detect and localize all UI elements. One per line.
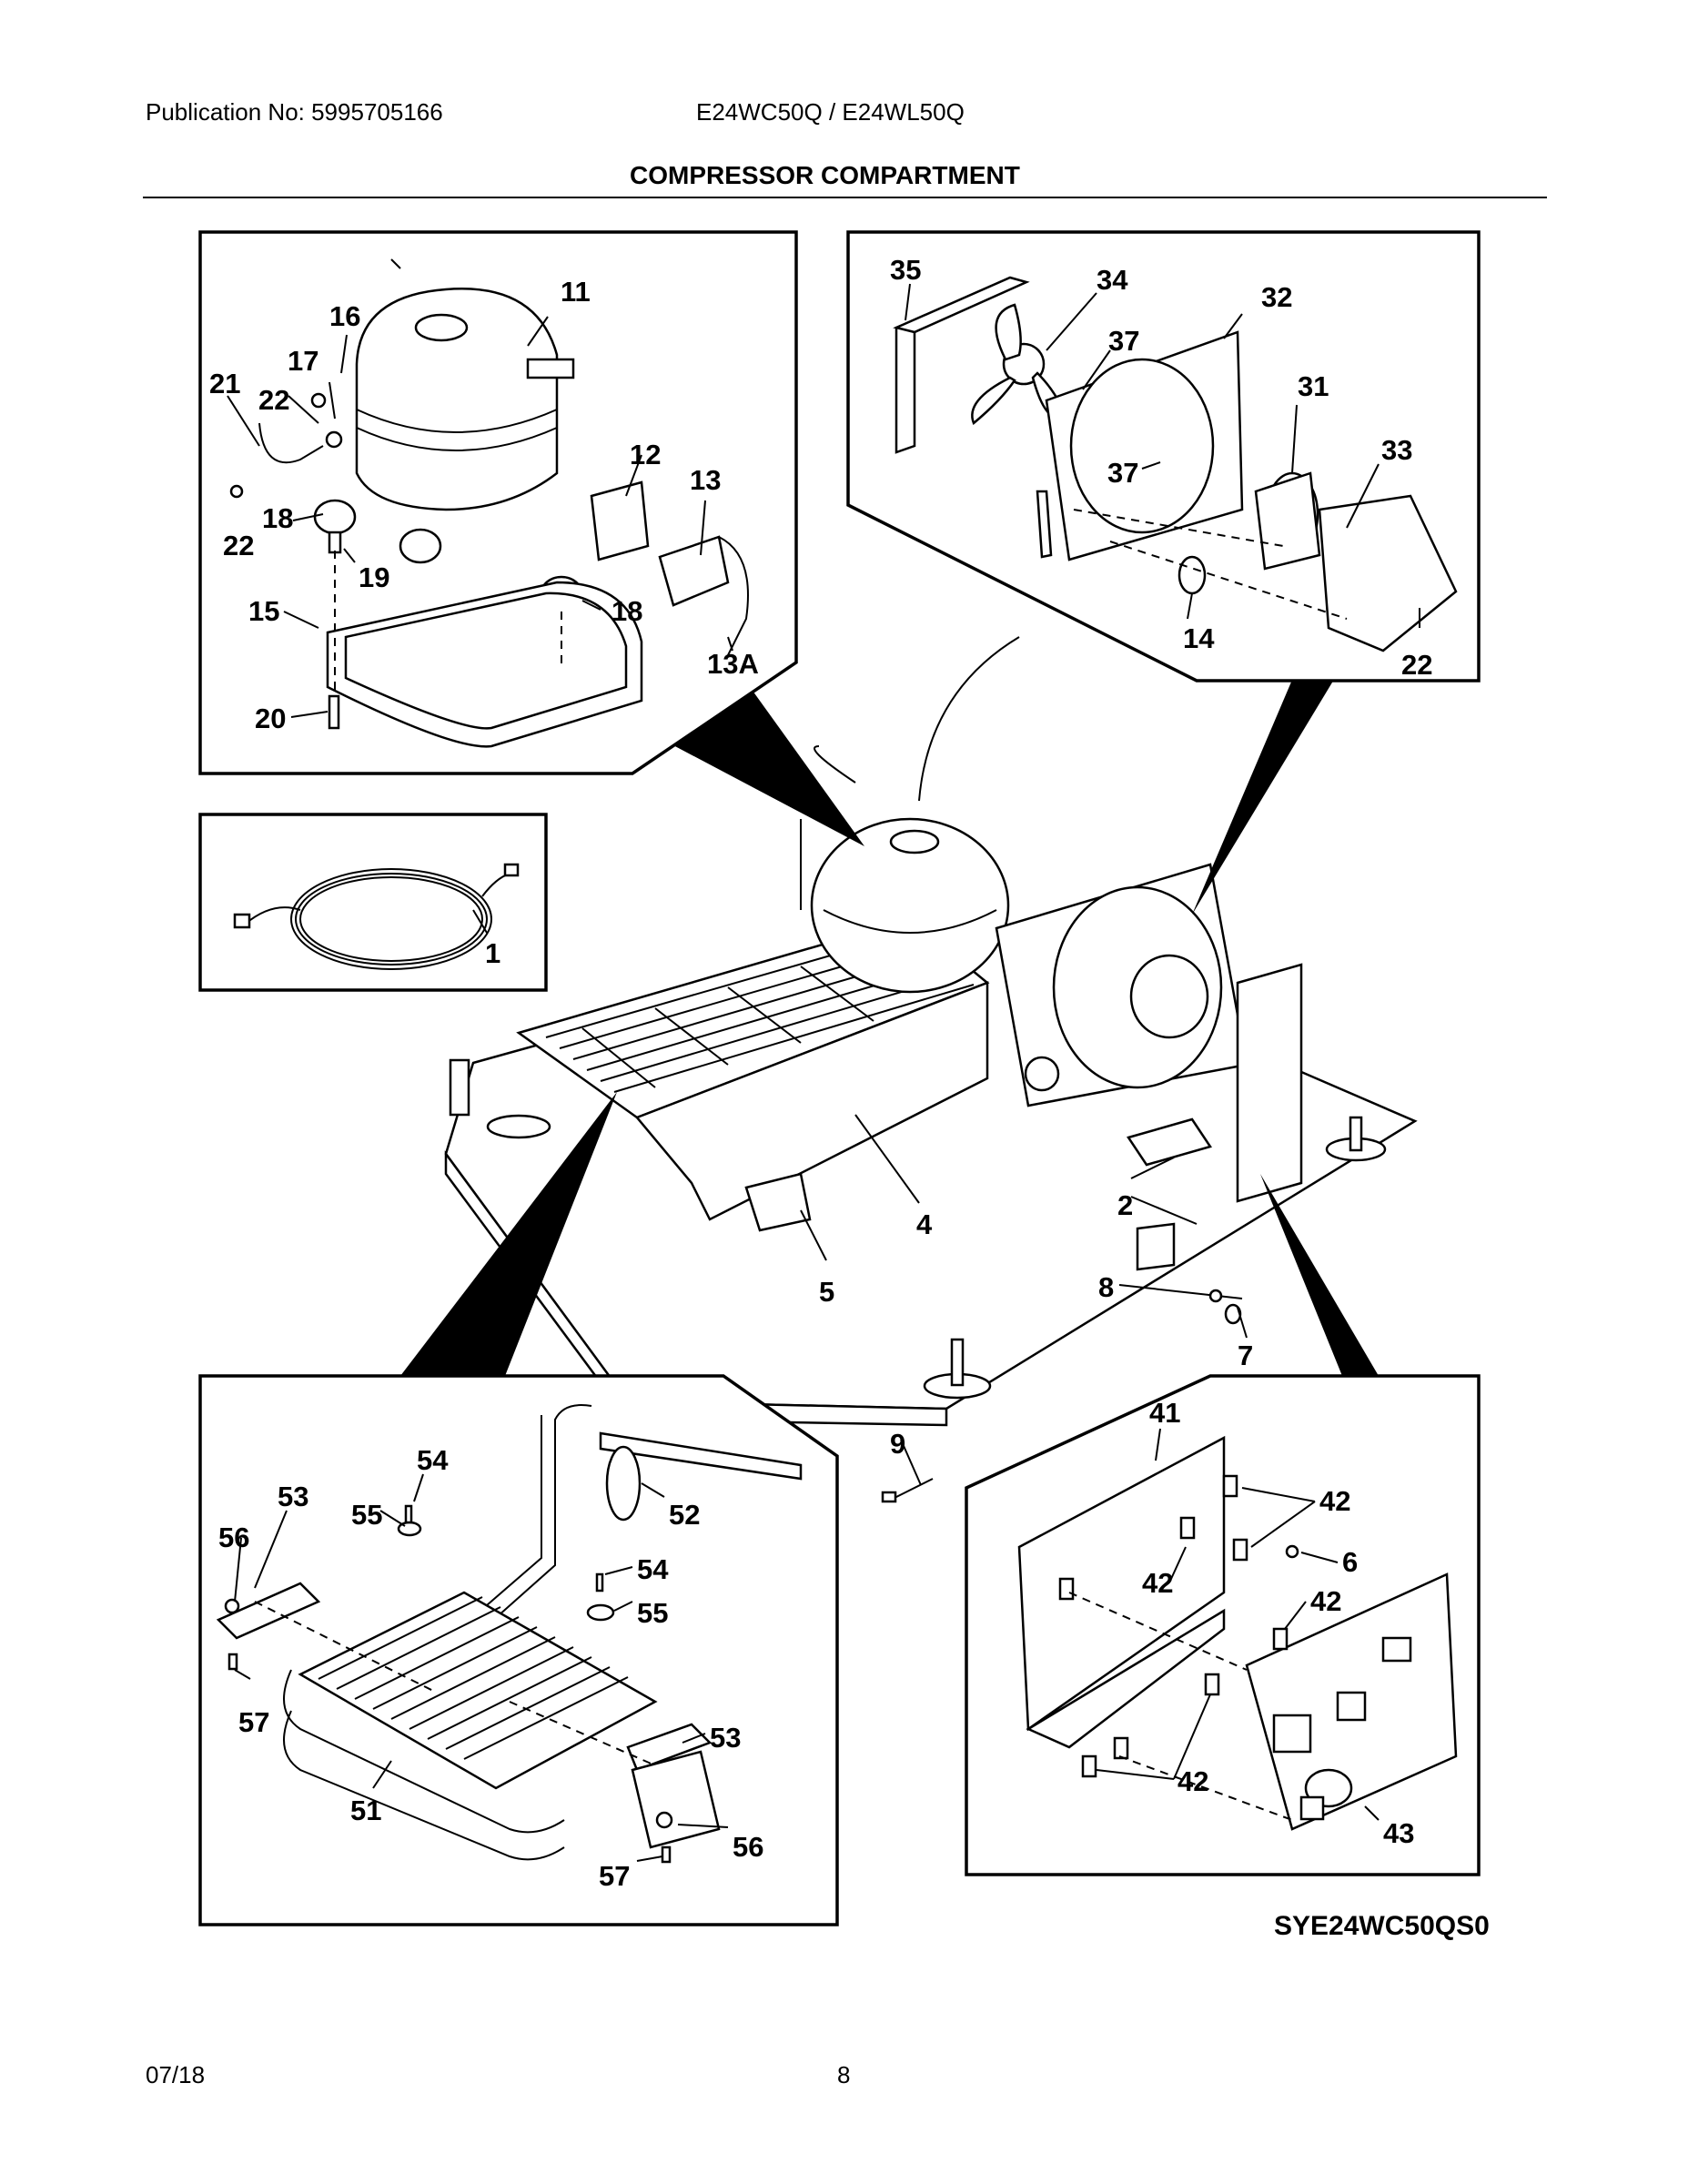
callout-label: 37 — [1107, 457, 1138, 489]
callout-label: 17 — [288, 345, 318, 377]
callout-label: 56 — [218, 1522, 249, 1553]
bracket — [626, 1723, 713, 1772]
callout-label: 32 — [1261, 281, 1292, 313]
callout-label: 21 — [209, 368, 240, 399]
callout-label: 18 — [262, 502, 293, 534]
control-panel — [965, 1374, 1481, 1876]
callout-label: 12 — [630, 439, 661, 470]
condenser-panel — [198, 1374, 839, 1926]
harness-panel — [198, 813, 548, 992]
callout-label: 56 — [733, 1831, 763, 1863]
callout-label: 6 — [1342, 1546, 1358, 1578]
relay — [590, 480, 650, 561]
callout-label: 54 — [417, 1444, 449, 1476]
zoom-wedge — [400, 1092, 617, 1376]
fan-panel — [846, 230, 1481, 682]
callout-label: 18 — [612, 595, 642, 627]
callout-label: 20 — [255, 703, 286, 734]
callout-label: 52 — [669, 1499, 700, 1531]
callout-label: 42 — [1178, 1765, 1208, 1797]
callout-label: 41 — [1149, 1397, 1180, 1429]
main-assembly — [444, 636, 1418, 1503]
callout-label: 55 — [637, 1597, 668, 1629]
callout-label: 42 — [1319, 1485, 1350, 1517]
zoom-wedge — [1192, 673, 1338, 915]
heater-harness — [290, 868, 492, 970]
drawing-code: SYE24WC50QS0 — [1274, 1911, 1490, 1941]
callout-label: 51 — [350, 1795, 381, 1826]
callout-label: 4 — [916, 1208, 933, 1240]
zoom-wedge — [1260, 1174, 1379, 1376]
callout-label: 16 — [329, 300, 360, 332]
callout-label: 54 — [637, 1553, 669, 1585]
capacitor — [658, 535, 730, 607]
compressor-panel — [198, 230, 798, 775]
callout-labels: 11 16 17 21 22 22 18 19 12 13 15 18 13A … — [209, 254, 1432, 1892]
page-number: 8 — [837, 2061, 851, 2088]
callout-label: 13 — [690, 464, 721, 496]
filter-drier — [605, 1445, 642, 1522]
callout-label: 14 — [1183, 622, 1215, 654]
callout-label: 11 — [561, 276, 591, 308]
callout-label: 22 — [258, 384, 289, 416]
compressor — [810, 817, 1010, 994]
compressor-body — [355, 288, 559, 511]
condenser-shroud — [634, 981, 989, 1221]
publication-number: Publication No: 5995705166 — [146, 98, 443, 126]
callout-label: 15 — [248, 595, 279, 627]
control-bracket — [1017, 1435, 1226, 1732]
callout-label: 42 — [1142, 1567, 1173, 1599]
callout-label: 9 — [890, 1428, 905, 1460]
callout-label: 43 — [1383, 1817, 1414, 1849]
callout-label: 19 — [359, 561, 389, 593]
fan-bracket — [895, 318, 916, 454]
control-board — [1236, 963, 1303, 1203]
callout-label: 57 — [599, 1860, 630, 1892]
callout-label: 5 — [819, 1276, 834, 1308]
callout-label: 42 — [1310, 1585, 1341, 1617]
bracket — [216, 1582, 321, 1640]
condenser-coil — [298, 1591, 658, 1790]
callout-label: 34 — [1097, 264, 1128, 296]
header-rule — [143, 197, 1547, 198]
callout-label: 33 — [1381, 434, 1412, 466]
callout-label: 53 — [710, 1722, 741, 1754]
callout-label: 22 — [1401, 649, 1432, 681]
callout-label: 37 — [1108, 325, 1139, 357]
callout-label: 31 — [1298, 370, 1329, 402]
zoom-wedge — [672, 684, 864, 846]
callout-label: 22 — [223, 530, 254, 561]
callout-label: 57 — [238, 1706, 269, 1738]
callout-label: 1 — [485, 937, 500, 969]
section-title: COMPRESSOR COMPARTMENT — [630, 161, 1020, 189]
foot — [486, 1114, 551, 1139]
callout-label: 2 — [1117, 1189, 1133, 1221]
callout-label: 13A — [707, 648, 759, 680]
callout-label: 53 — [278, 1481, 308, 1512]
callout-label: 8 — [1098, 1271, 1114, 1303]
model-numbers: E24WC50Q / E24WL50Q — [696, 98, 965, 126]
footer-date: 07/18 — [146, 2061, 206, 2088]
callout-label: 7 — [1238, 1340, 1253, 1371]
callout-label: 35 — [890, 254, 921, 286]
callout-label: 55 — [351, 1499, 382, 1531]
